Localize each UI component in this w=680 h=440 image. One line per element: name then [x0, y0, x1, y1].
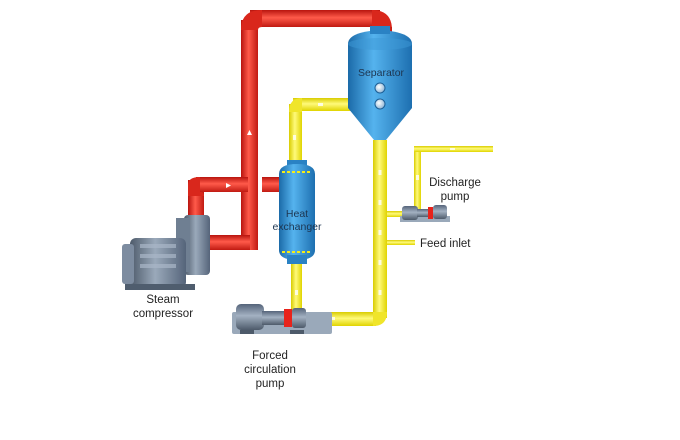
discharge-pump-label-line1: Discharge — [429, 177, 481, 189]
discharge-pump — [400, 205, 450, 222]
forced-circulation-pump — [232, 304, 332, 334]
separator-label: Separator — [358, 67, 405, 79]
sight-glass-icon — [374, 98, 386, 110]
heat-exchanger-label-line2: exchanger — [272, 221, 322, 233]
heat-exchanger — [279, 160, 315, 264]
steam-compressor — [122, 215, 210, 290]
steam-compressor-label-line1: Steam — [146, 294, 179, 306]
heat-exchanger-label-line1: Heat — [286, 208, 308, 220]
forced-pump-label-line3: pump — [256, 378, 285, 390]
discharge-pump-label-line2: pump — [441, 191, 470, 203]
steam-pipe — [188, 10, 392, 250]
forced-pump-label-line2: circulation — [244, 364, 296, 376]
separator-vessel — [348, 26, 412, 140]
forced-pump-label-line1: Forced — [252, 350, 288, 362]
steam-compressor-label-line2: compressor — [133, 308, 193, 320]
sight-glass-icon — [374, 82, 386, 94]
feed-inlet-label: Feed inlet — [420, 238, 471, 250]
